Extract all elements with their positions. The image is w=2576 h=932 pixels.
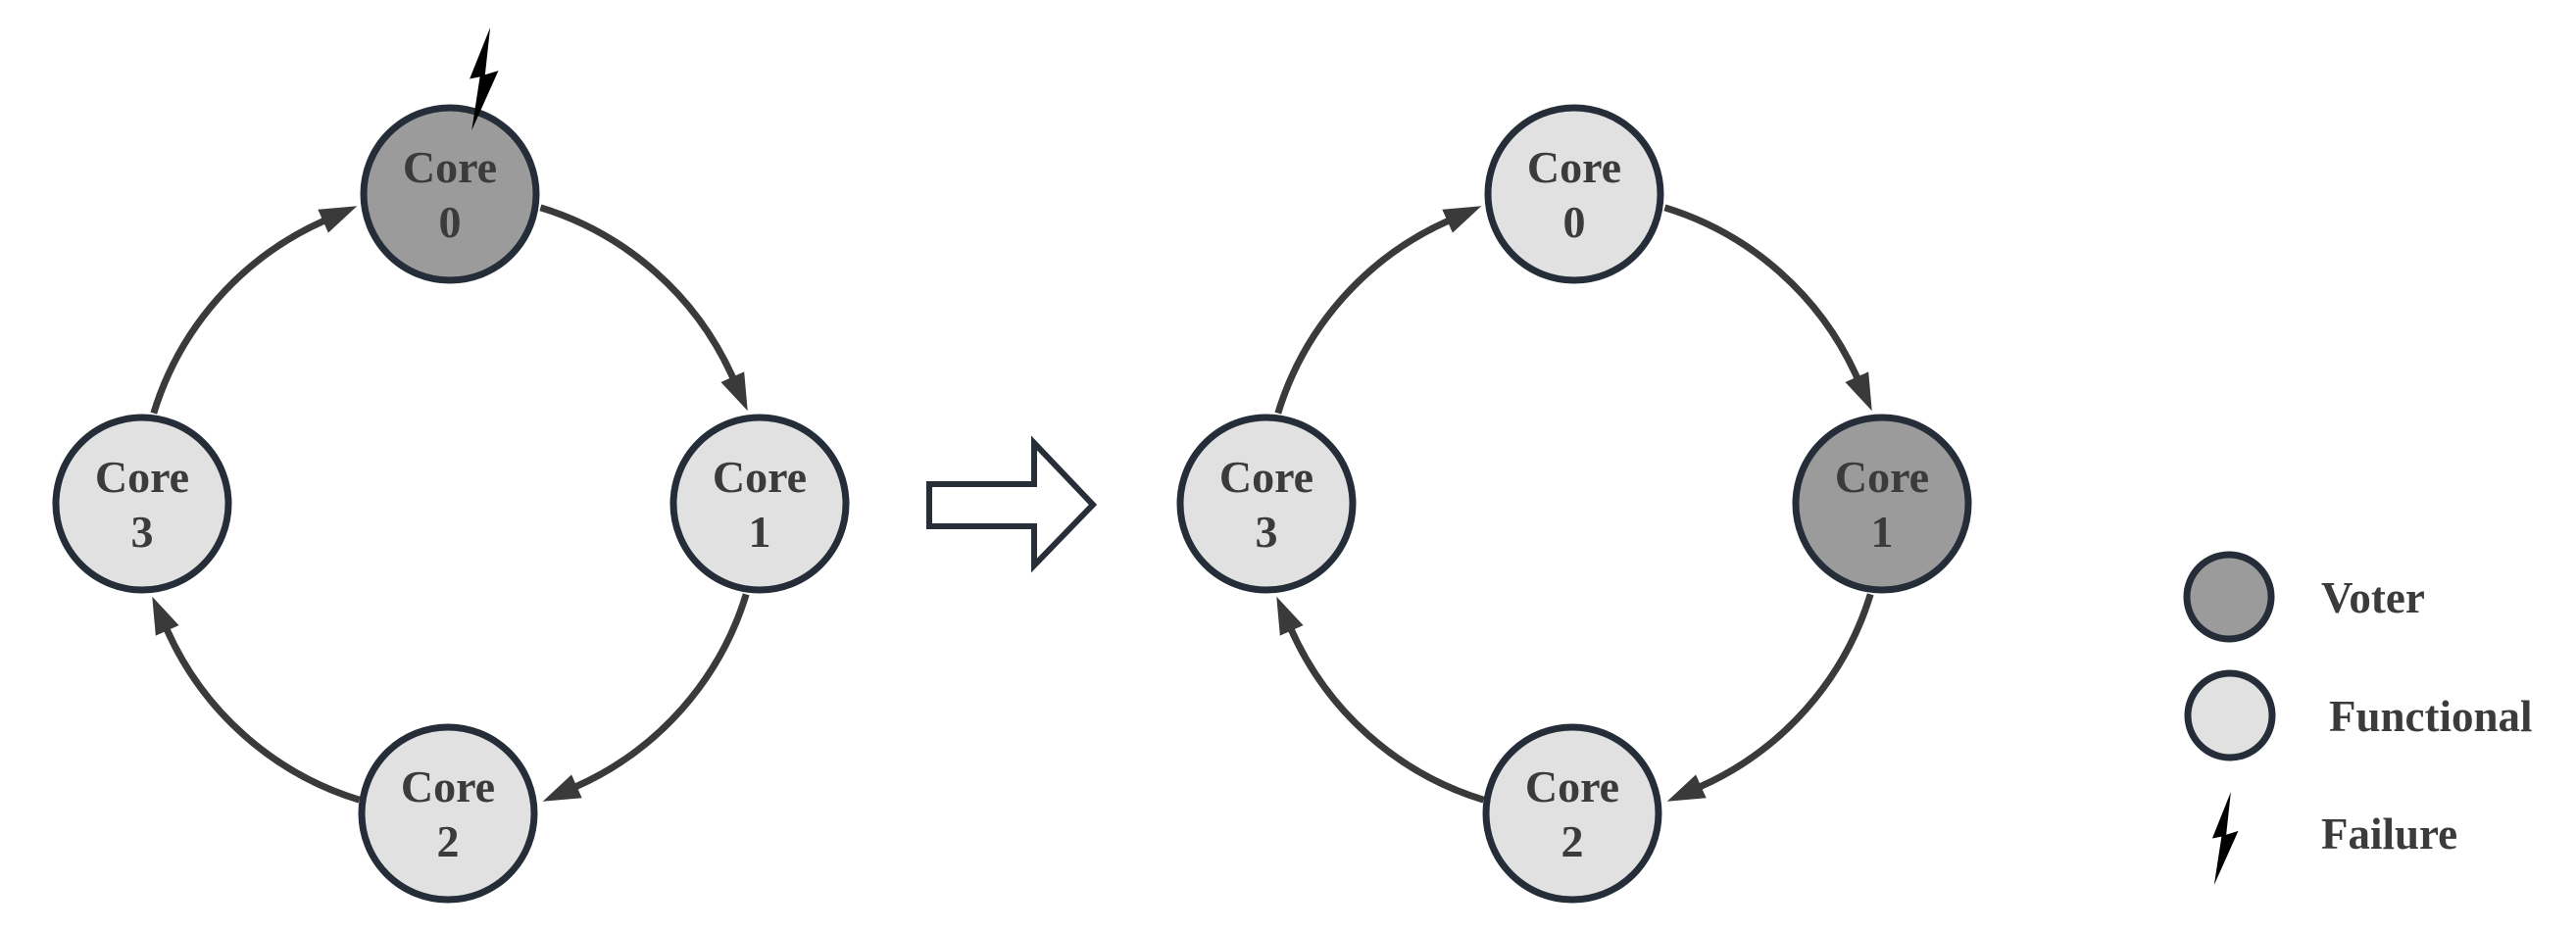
ring-before: Core 0 Core 1 Core 2 Core 3 xyxy=(52,27,850,904)
legend-failure-label: Failure xyxy=(2321,809,2457,858)
node-before-core3: Core 3 xyxy=(52,414,232,594)
node-before-core3-number: 3 xyxy=(131,507,154,557)
legend-failure-bolt-icon xyxy=(2211,792,2239,885)
node-before-core0-number: 0 xyxy=(439,197,462,247)
node-after-core1-number: 1 xyxy=(1871,507,1894,557)
node-before-core0-label: Core xyxy=(403,142,497,192)
node-before-core3-circle xyxy=(52,414,232,594)
node-before-core2-label: Core xyxy=(401,761,495,811)
edge-before-core1-to-core2 xyxy=(542,593,750,802)
ring-after: Core 0 Core 1 Core 2 Core 3 xyxy=(1176,104,1972,904)
node-after-core0-number: 0 xyxy=(1563,197,1586,247)
node-after-core1-circle xyxy=(1792,414,1972,594)
node-before-core0-circle xyxy=(360,104,540,284)
edge-after-core1-to-core2 xyxy=(1666,593,1874,802)
node-after-core1: Core 1 xyxy=(1792,414,1972,594)
node-after-core0: Core 0 xyxy=(1484,104,1664,284)
edge-before-core3-to-core0 xyxy=(150,206,358,415)
node-before-core1-label: Core xyxy=(713,452,807,502)
node-before-core1-circle xyxy=(669,414,850,594)
node-before-core1-number: 1 xyxy=(749,507,771,557)
legend: Voter Functional Failure xyxy=(2183,551,2533,885)
node-after-core2-label: Core xyxy=(1525,761,1619,811)
node-before-core2-circle xyxy=(358,723,538,904)
node-before-core0: Core 0 xyxy=(360,27,540,284)
node-before-core3-label: Core xyxy=(95,452,189,502)
node-after-core3-number: 3 xyxy=(1256,507,1278,557)
legend-functional-swatch xyxy=(2184,669,2276,761)
edge-after-core2-to-core3 xyxy=(1276,596,1485,804)
transform-arrow-icon xyxy=(926,435,1098,573)
node-after-core3-label: Core xyxy=(1219,452,1313,502)
edge-before-core2-to-core3 xyxy=(152,596,361,804)
edge-before-core0-to-core1 xyxy=(539,204,748,412)
node-after-core2: Core 2 xyxy=(1482,723,1662,904)
node-after-core0-label: Core xyxy=(1527,142,1621,192)
edge-after-core0-to-core1 xyxy=(1663,204,1872,412)
node-after-core3: Core 3 xyxy=(1176,414,1357,594)
edge-after-core3-to-core0 xyxy=(1274,206,1482,415)
legend-voter-label: Voter xyxy=(2321,573,2425,622)
legend-functional-label: Functional xyxy=(2329,692,2533,741)
node-before-core2: Core 2 xyxy=(358,723,538,904)
node-before-core1: Core 1 xyxy=(669,414,850,594)
node-before-core2-number: 2 xyxy=(437,816,460,866)
node-after-core2-number: 2 xyxy=(1561,816,1584,866)
failure-bolt-icon xyxy=(470,27,499,130)
node-after-core0-circle xyxy=(1484,104,1664,284)
node-after-core2-circle xyxy=(1482,723,1662,904)
legend-voter-swatch xyxy=(2183,551,2275,643)
node-after-core1-label: Core xyxy=(1835,452,1929,502)
node-after-core3-circle xyxy=(1176,414,1357,594)
